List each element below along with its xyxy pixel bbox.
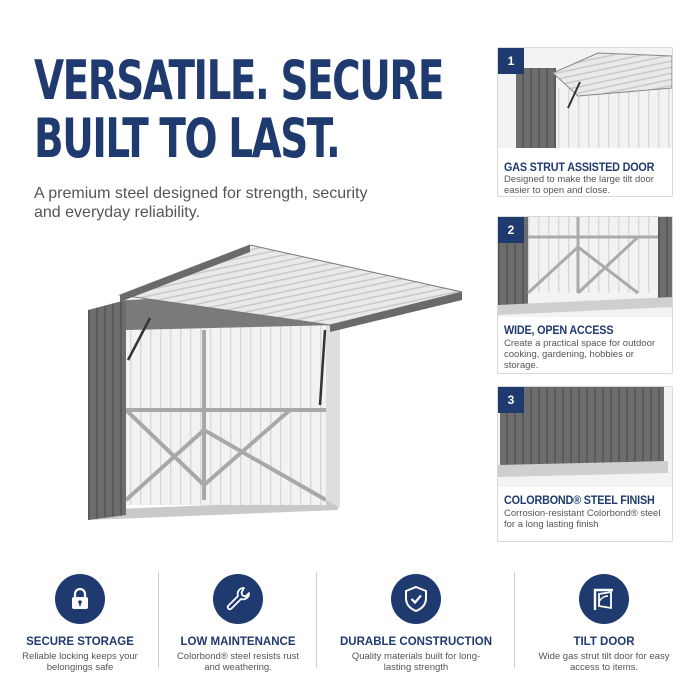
feature-text: Reliable locking keeps your belongings s… <box>22 651 138 673</box>
card-text: Create a practical space for outdoor coo… <box>504 338 656 371</box>
feature-title: TILT DOOR <box>573 636 635 648</box>
feature-card-2: 2 WIDE, OPEN ACCESS Create a practical s… <box>497 216 673 374</box>
card-title: WIDE, OPEN ACCESS <box>504 323 614 337</box>
shield-check-icon <box>391 574 441 624</box>
wide-access-image <box>498 217 672 317</box>
divider <box>158 572 159 668</box>
card-text: Designed to make the large tilt door eas… <box>504 174 654 196</box>
feature-low-maintenance: LOW MAINTENANCE Colorbond® steel resists… <box>158 568 318 673</box>
feature-durable-construction: DURABLE CONSTRUCTION Quality materials b… <box>336 568 496 673</box>
card-title: GAS STRUT ASSISTED DOOR <box>504 160 655 174</box>
feature-title: DURABLE CONSTRUCTION <box>339 636 493 648</box>
feature-secure-storage: SECURE STORAGE Reliable locking keeps yo… <box>0 568 160 673</box>
card-number-badge: 2 <box>498 217 524 243</box>
card-title: COLORBOND® STEEL FINISH <box>504 493 655 507</box>
headline-line-1: VERSATILE. SECURE <box>34 49 444 112</box>
feature-card-1: 1 GAS STRUT ASSISTED DOOR Designed to ma… <box>497 47 673 197</box>
card-number-badge: 3 <box>498 387 524 413</box>
feature-text: Colorbond® steel resists rust and weathe… <box>176 651 300 673</box>
headline: VERSATILE. SECURE BUILT TO LAST. <box>34 49 444 170</box>
feature-tilt-door: TILT DOOR Wide gas strut tilt door for e… <box>524 568 684 673</box>
colorbond-finish-image <box>498 387 672 487</box>
card-text: Corrosion-resistant Colorbond® steel for… <box>504 508 661 530</box>
feature-text: Quality materials built for long-lasting… <box>351 651 481 673</box>
features-row: SECURE STORAGE Reliable locking keeps yo… <box>0 568 700 688</box>
subheading: A premium steel designed for strength, s… <box>34 185 368 221</box>
card-number-badge: 1 <box>498 48 524 74</box>
feature-card-3: 3 COLORBOND® STEEL FINISH Corrosion-resi… <box>497 386 673 542</box>
divider <box>316 572 317 668</box>
tilt-door-icon <box>579 574 629 624</box>
divider <box>514 572 515 668</box>
feature-title: SECURE STORAGE <box>26 636 134 648</box>
wrench-icon <box>213 574 263 624</box>
gas-strut-door-image <box>498 48 672 148</box>
padlock-icon <box>55 574 105 624</box>
feature-title: LOW MAINTENANCE <box>180 636 296 648</box>
shed-illustration <box>88 244 463 520</box>
headline-line-2: BUILT TO LAST. <box>34 107 341 170</box>
feature-text: Wide gas strut tilt door for easy access… <box>538 651 670 673</box>
